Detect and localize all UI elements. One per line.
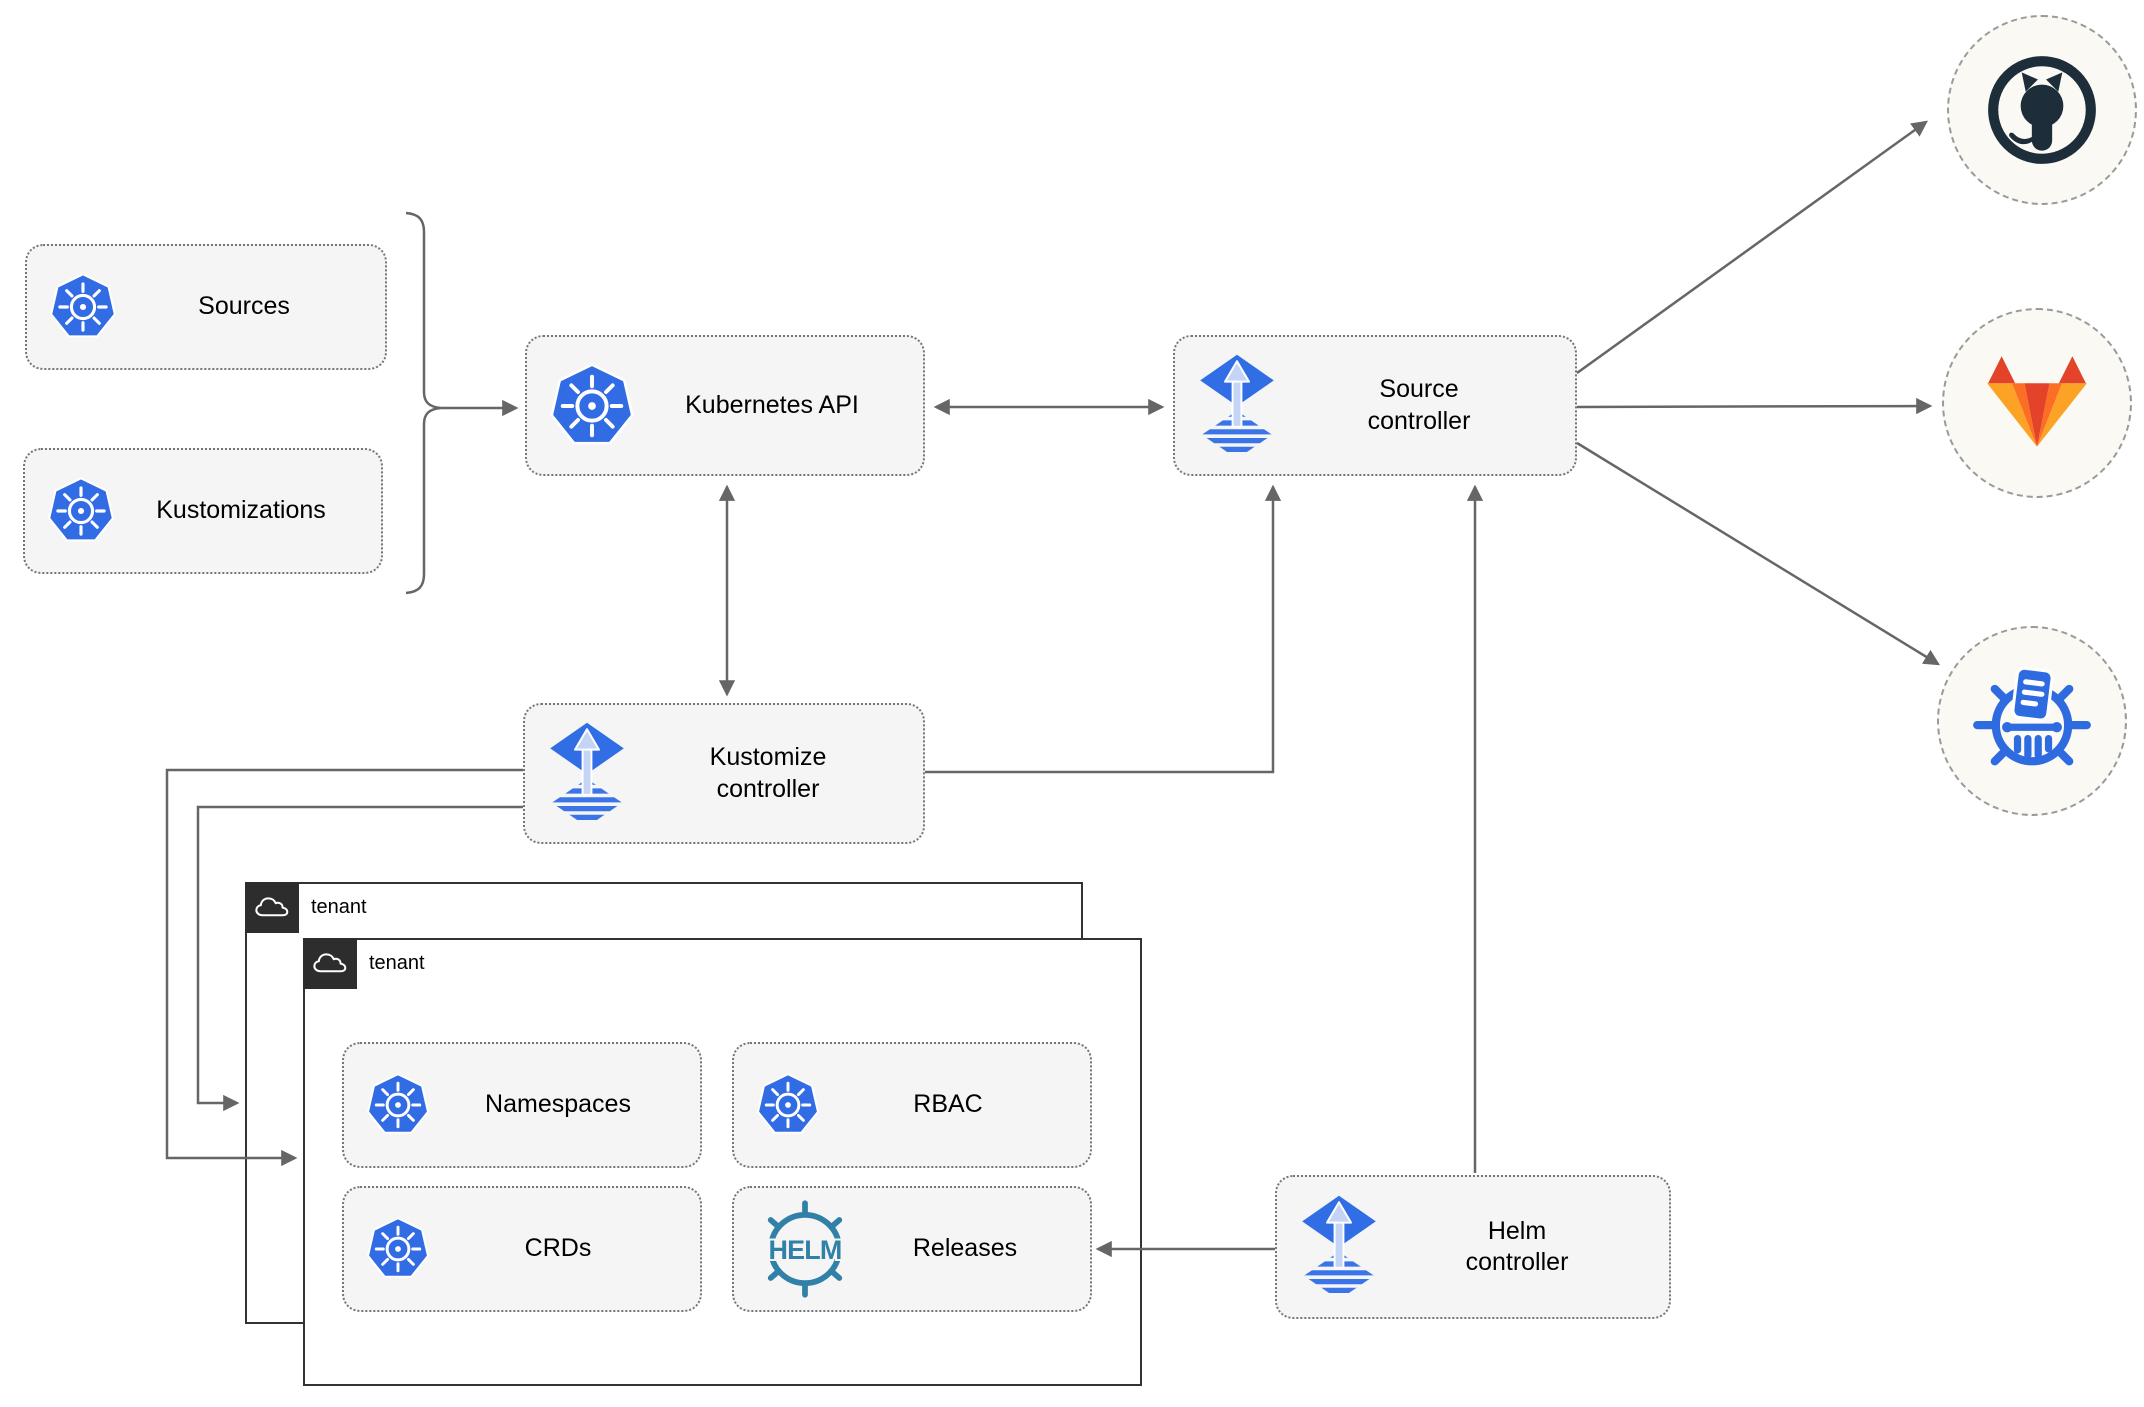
crds-node: CRDs: [342, 1186, 702, 1312]
github-circle: [1947, 15, 2137, 205]
kubernetes-icon: [47, 477, 115, 545]
sources-node: Sources: [25, 244, 387, 370]
releases-node: HELM Releases: [732, 1186, 1092, 1312]
kustomize-icon: [1973, 666, 2091, 766]
gitlab-icon: [1987, 356, 2087, 447]
kustomize-controller-node: Kustomize controller: [523, 703, 925, 844]
source-to-gitlab-arrow: [1576, 397, 1933, 415]
kustomize-circle: [1937, 626, 2127, 816]
kustomizations-label: Kustomizations: [156, 496, 326, 525]
namespaces-node: Namespaces: [342, 1042, 702, 1168]
tenant-tab: [302, 937, 357, 989]
tenant-container-front: tenant Namespaces RBAC CRDs: [302, 937, 1142, 1386]
flux-icon: [1197, 353, 1277, 459]
rbac-node: RBAC: [732, 1042, 1092, 1168]
source-to-github-arrow: [1576, 120, 1928, 375]
gitlab-circle: [1942, 308, 2132, 498]
cloud-icon: [312, 950, 348, 976]
releases-label: Releases: [912, 1234, 1018, 1263]
helm-wordmark: HELM: [768, 1235, 841, 1265]
tenant-label: tenant: [311, 895, 367, 918]
kustomize-controller-label: Kustomize controller: [709, 743, 827, 803]
kubernetes-icon: [549, 363, 635, 449]
source-controller-node: Source controller: [1173, 335, 1577, 476]
rbac-label: RBAC: [913, 1090, 983, 1119]
helm-controller-label: Helm controller: [1465, 1216, 1569, 1276]
kubernetes-icon: [756, 1073, 820, 1137]
tenant-tab: [244, 881, 299, 933]
cloud-icon: [254, 894, 290, 920]
sources-label: Sources: [198, 292, 290, 321]
source-controller-label: Source controller: [1367, 375, 1471, 435]
kubernetes-icon: [49, 273, 117, 341]
kubernetes-api-node: Kubernetes API: [525, 335, 925, 476]
crds-label: CRDs: [524, 1234, 592, 1263]
kubernetes-icon: [366, 1073, 430, 1137]
flux-icon: [1299, 1194, 1379, 1300]
github-icon: [1988, 56, 2096, 164]
sources-group-brace: [405, 211, 442, 595]
namespaces-label: Namespaces: [485, 1090, 631, 1119]
tenant-label: tenant: [369, 951, 425, 974]
kubernetes-api-label: Kubernetes API: [685, 390, 859, 419]
kubernetes-icon: [366, 1217, 430, 1281]
helm-icon: HELM: [756, 1200, 854, 1298]
kustomizations-node: Kustomizations: [23, 448, 383, 574]
helm-controller-node: Helm controller: [1275, 1175, 1671, 1319]
flux-icon: [547, 721, 627, 827]
source-to-kustomize-arrow: [1576, 441, 1941, 666]
kustomize-to-source-arrow: [925, 484, 1282, 774]
